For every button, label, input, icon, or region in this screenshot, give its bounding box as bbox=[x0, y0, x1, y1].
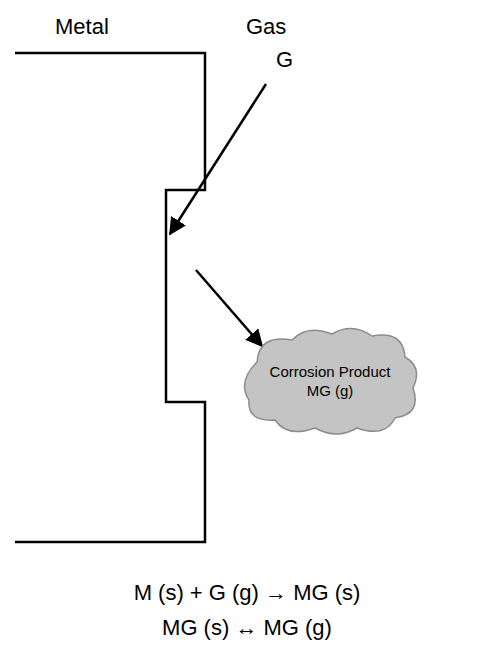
gas-attack-arrow bbox=[170, 84, 266, 234]
metal-profile bbox=[15, 53, 205, 542]
region-label: Metal bbox=[55, 14, 109, 40]
reaction-equation: MG (s) ↔ MG (g) bbox=[162, 615, 332, 641]
region-label: Gas bbox=[246, 14, 286, 40]
gas-symbol: G bbox=[276, 47, 293, 73]
cloud-shape bbox=[237, 322, 423, 440]
product-release-arrow bbox=[196, 270, 262, 346]
reaction-equation: M (s) + G (g) → MG (s) bbox=[134, 580, 361, 606]
node-text: Corrosion Product MG (g) bbox=[260, 362, 400, 401]
corrosion-product-cloud: Corrosion Product MG (g) bbox=[237, 322, 423, 440]
